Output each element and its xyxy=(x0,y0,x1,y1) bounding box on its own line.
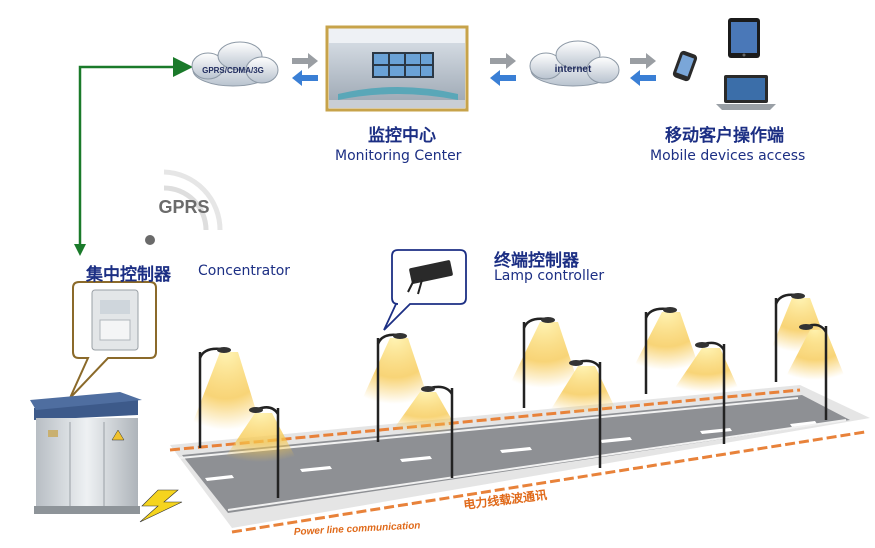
gprs-cloud: GPRS/CDMA/3G xyxy=(191,41,279,87)
laptop-icon xyxy=(716,75,776,110)
internet-cloud: internet xyxy=(529,40,620,87)
lamp-controller-label-zh: 终端控制器 xyxy=(494,251,579,271)
arrow-pair-left xyxy=(292,53,318,86)
lamp-controller-callout xyxy=(383,249,467,331)
arrow-pair-middle xyxy=(490,53,516,86)
gprs-cloud-label: GPRS/CDMA/3G xyxy=(202,66,264,75)
lamp-controller-label-en: Lamp controller xyxy=(494,268,605,284)
phone-icon xyxy=(672,50,698,82)
transformer-box xyxy=(30,392,142,514)
monitoring-center-label-en: Monitoring Center xyxy=(335,148,462,164)
power-line-label-zh: 电力线载波通讯 xyxy=(463,487,548,512)
concentrator-callout xyxy=(69,281,157,399)
internet-cloud-label: internet xyxy=(555,64,592,75)
arrow-pair-right xyxy=(630,53,656,86)
tablet-icon xyxy=(728,18,760,58)
mobile-label-en: Mobile devices access xyxy=(650,148,806,164)
monitoring-center-label-zh: 监控中心 xyxy=(368,126,436,146)
uplink-arrow xyxy=(74,57,193,256)
mobile-label-zh: 移动客户操作端 xyxy=(665,126,784,146)
concentrator-label-en: Concentrator xyxy=(198,263,291,279)
lightning-icon xyxy=(139,489,183,523)
street-lamps xyxy=(190,293,846,498)
gprs-signal-icon: GPRS xyxy=(145,169,223,245)
power-line-label-en: Power line communication xyxy=(294,520,421,538)
concentrator-label-zh: 集中控制器 xyxy=(86,265,171,285)
monitoring-center-image xyxy=(325,25,469,112)
road xyxy=(170,385,870,528)
gprs-signal-label: GPRS xyxy=(158,197,209,217)
